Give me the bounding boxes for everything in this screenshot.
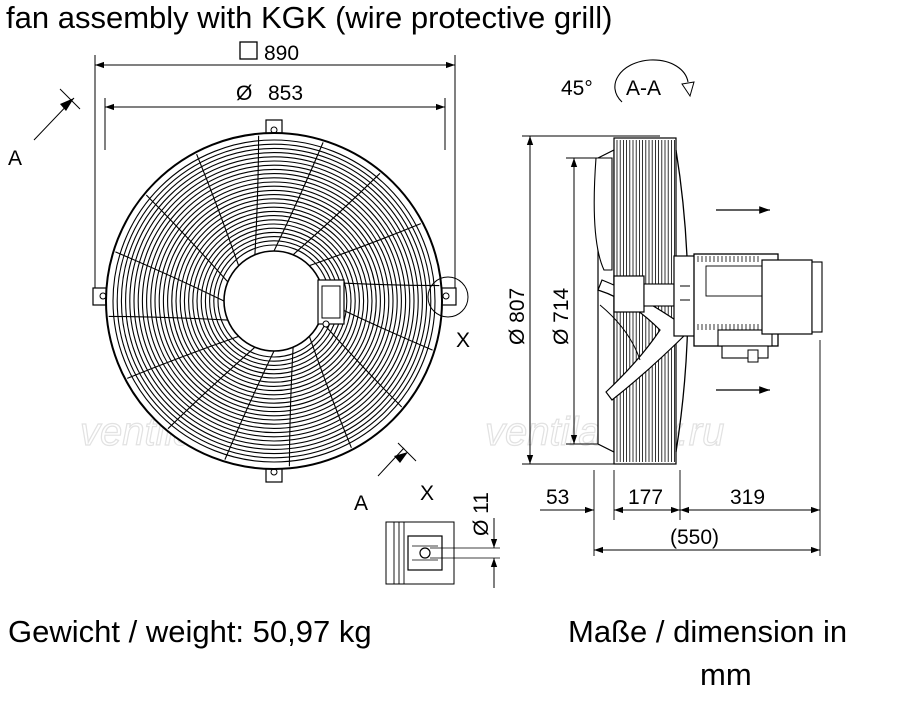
section-aa-label: A-A bbox=[626, 77, 661, 100]
dim-714-text: Ø 714 bbox=[550, 287, 573, 345]
section-a-top-mark: A bbox=[8, 147, 22, 170]
dim-853-text: 853 bbox=[268, 82, 303, 105]
dim-807-text: Ø 807 bbox=[506, 288, 529, 345]
dimension-unit-label: Maße / dimension in bbox=[568, 614, 848, 649]
detail-x-view: X Ø 11 bbox=[385, 482, 500, 588]
square-symbol-icon bbox=[239, 41, 258, 60]
diameter-symbol: Ø bbox=[236, 82, 252, 105]
detail-x-label: X bbox=[420, 482, 434, 505]
dim-890-text: 890 bbox=[264, 42, 299, 65]
detail-x-mark: X bbox=[456, 329, 470, 352]
angle-label: 45° bbox=[561, 77, 593, 100]
section-a-bottom-mark: A bbox=[354, 492, 368, 515]
drawing-title: fan assembly with KGK (wire protective g… bbox=[6, 0, 613, 35]
dim-177-text: 177 bbox=[628, 486, 663, 509]
weight-label: Gewicht / weight: 50,97 kg bbox=[8, 614, 372, 649]
front-view: 890 Ø 853 X A A bbox=[8, 41, 470, 515]
dim-319-text: 319 bbox=[730, 486, 765, 509]
dimension-unit-label-mm: mm bbox=[700, 657, 752, 692]
dim-53-text: 53 bbox=[546, 486, 569, 509]
detail-hole-dia-text: Ø 11 bbox=[470, 492, 493, 536]
side-view: 45° A-A Ø 807 Ø 714 bbox=[506, 59, 823, 556]
dim-550-text: (550) bbox=[670, 526, 719, 549]
